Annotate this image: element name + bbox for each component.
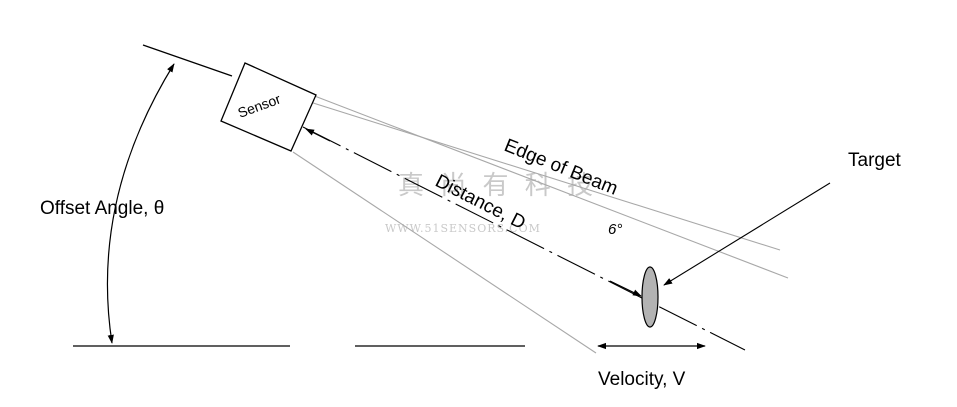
distance-arrow-start [305, 128, 331, 142]
beam-edge-upper-inner [309, 101, 781, 251]
watermark-url: WWW.51SENSORS.COM [385, 222, 541, 235]
target-label: Target [848, 150, 902, 171]
reference-line [142, 44, 233, 77]
offset-angle-label: Offset Angle, θ [40, 198, 164, 219]
beam-angle-label: 6° [608, 221, 622, 238]
target-ellipse [641, 266, 659, 328]
beam-edge-upper-outer [311, 94, 789, 279]
distance-arrow-end [609, 280, 642, 297]
watermark-cn: 真 尚 有 科 技 [398, 171, 597, 201]
beam-edge-lower [292, 151, 597, 354]
target-pointer-arrow [663, 182, 831, 286]
beam-centerline [302, 126, 746, 351]
velocity-label: Velocity, V [598, 369, 686, 390]
offset-angle-arc [106, 63, 175, 344]
sensor-box [220, 62, 317, 152]
